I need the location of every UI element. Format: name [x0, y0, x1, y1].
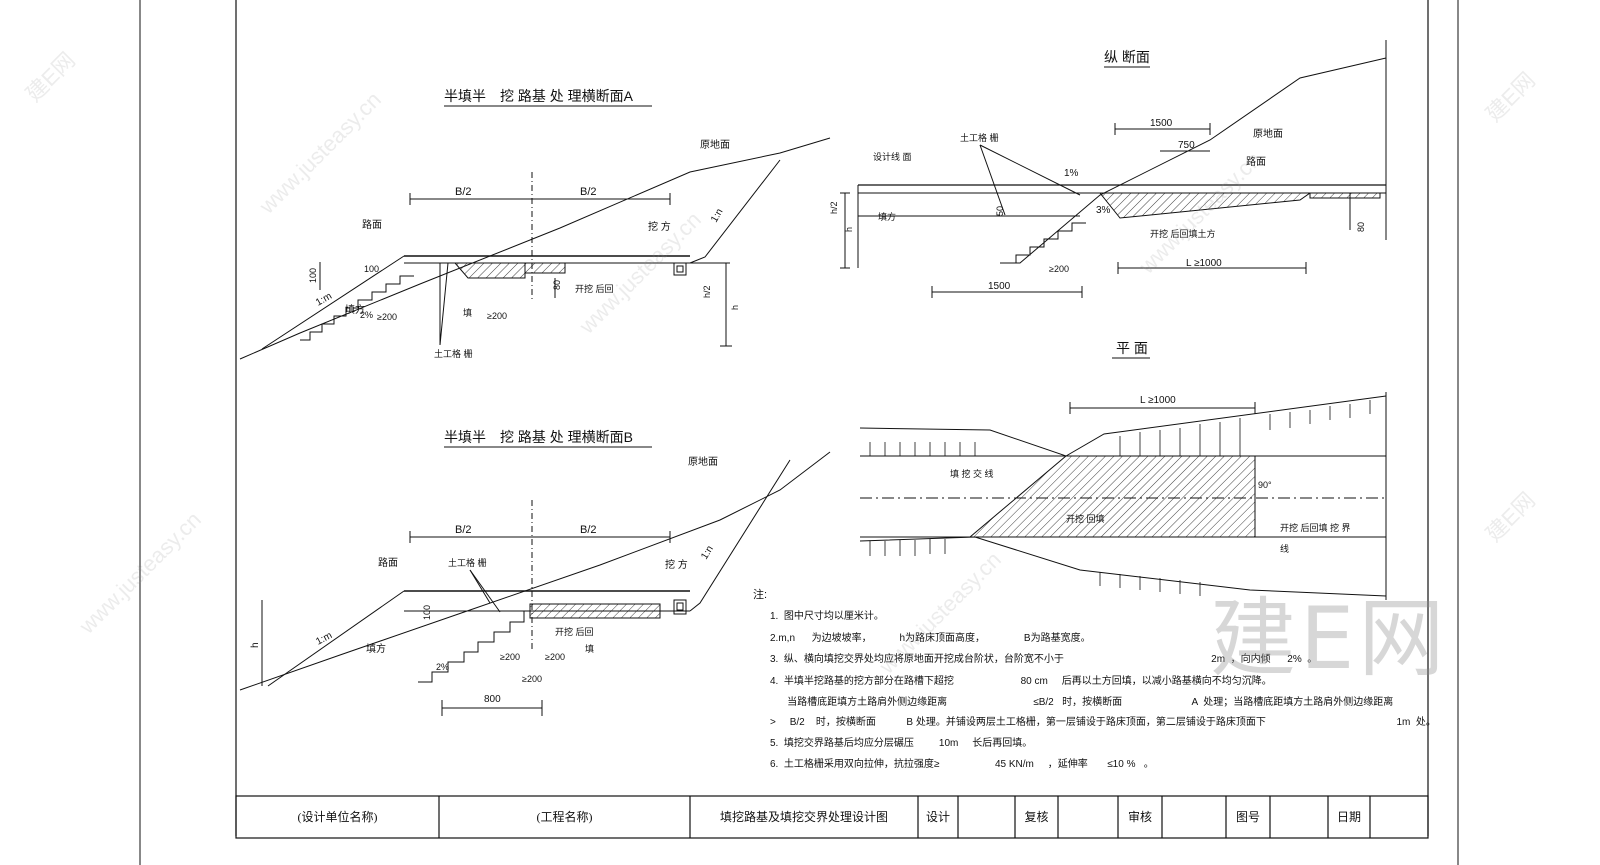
plan-boundary-label: 填 挖 交 线: [950, 468, 994, 479]
a-fill-label: 填方: [345, 303, 365, 316]
plan-dim-l: L ≥1000: [1140, 395, 1176, 406]
plan-interface-label: 开挖 后回填 挖 界: [1280, 522, 1351, 533]
b-dim-800: 800: [484, 694, 501, 705]
b-b2-right: B/2: [580, 524, 597, 536]
a-dim-200b: ≥200: [377, 312, 397, 322]
watermark-big-logo: 建E网: [1210, 589, 1449, 689]
b-dim-200a: ≥200: [500, 652, 520, 662]
a-fill-word: 填: [463, 307, 472, 318]
long-road-label: 路面: [1246, 155, 1266, 168]
title-check: 复核: [1024, 810, 1049, 824]
long-dim-50: 50: [995, 206, 1005, 216]
title-review: 审核: [1127, 810, 1152, 824]
long-dim-1500-bot: 1500: [988, 281, 1011, 292]
title-design: 设计: [925, 810, 950, 824]
long-dim-h2: h/2: [829, 201, 839, 214]
note-line-3: 3. 纵、横向填挖交界处均应将原地面开挖成台阶状，台阶宽不小于 2m ，向内倾 …: [770, 654, 1318, 665]
long-dim-1500-top: 1500: [1150, 118, 1173, 129]
title-drawing-no: 图号: [1235, 810, 1260, 824]
note-line-2: 2.m,n 为边坡坡率， h为路床顶面高度， B为路基宽度。: [770, 633, 1091, 644]
plan-angle: 90°: [1258, 480, 1272, 490]
long-geogrid-label: 土工格 栅: [960, 132, 999, 143]
a-cut-label: 挖 方: [648, 220, 671, 233]
plan-title: 平 面: [1116, 340, 1148, 356]
a-excavate-label: 开挖 后回: [575, 283, 614, 294]
a-b2-left: B/2: [455, 186, 472, 198]
b-geogrid-label: 土工格 栅: [448, 557, 487, 568]
section-b-title: 半填半 挖 路基 处 理横断面B: [444, 429, 633, 445]
title-unit: (设计单位名称): [297, 810, 378, 824]
long-dim-80: 80: [1356, 222, 1366, 232]
a-ground-label: 原地面: [700, 138, 730, 151]
sheet-frame: [139, 0, 1459, 865]
b-dim-200c: ≥200: [522, 674, 542, 684]
a-road-label: 路面: [362, 218, 382, 231]
a-slope-pct: 2%: [360, 310, 373, 320]
long-excavate-label: 开挖 后回填土方: [1150, 228, 1216, 239]
title-drawing: 填挖路基及填挖交界处理设计图: [719, 810, 888, 824]
b-cut-label: 挖 方: [665, 558, 688, 571]
b-ground-label: 原地面: [688, 455, 718, 468]
plan-view: 平 面 L ≥: [859, 340, 1387, 600]
a-dim-80: 80: [552, 280, 562, 290]
a-dim-100-h: 100: [364, 264, 379, 274]
long-title: 纵 断面: [1104, 49, 1150, 65]
title-project: (工程名称): [536, 810, 593, 824]
note-line-8: 6. 土工格栅采用双向拉伸，抗拉强度≥ 45 KN/m ，延伸率 ≤10 % 。: [770, 759, 1154, 770]
b-slope-pct: 2%: [436, 662, 449, 672]
b-slope-left: 1:m: [314, 630, 334, 648]
long-pct-top: 1%: [1064, 168, 1079, 179]
plan-backfill-label: 开挖 回填: [1066, 513, 1105, 524]
plan-slope-ticks: [869, 400, 1371, 596]
a-b2-right: B/2: [580, 186, 597, 198]
long-fill-label: 填方: [878, 211, 896, 222]
b-dim-h: h: [250, 642, 261, 648]
title-block-frame: [235, 795, 1429, 839]
section-a: 半填半 挖 路基 处 理横断面A B/2 B/2: [239, 88, 831, 360]
b-dim-200b: ≥200: [545, 652, 565, 662]
b-dim-100: 100: [422, 605, 432, 620]
a-dim-100-v: 100: [308, 268, 318, 283]
long-dim-200: ≥200: [1049, 264, 1069, 274]
b-b2-left: B/2: [455, 524, 472, 536]
long-dim-h: h: [844, 227, 854, 232]
note-line-4: 4. 半填半挖路基的挖方部分在路槽下超挖 80 cm 后再以土方回填，以减小路基…: [770, 676, 1272, 687]
a-slope-left: 1:m: [314, 291, 334, 309]
long-design-grade: 设计线 面: [873, 151, 912, 162]
section-b: 半填半 挖 路基 处 理横断面B B/2 B/2 原地面 路面 挖 方 填方 1…: [239, 429, 831, 716]
title-date: 日期: [1336, 810, 1361, 824]
b-fill-label: 填方: [366, 642, 386, 655]
a-dim-200: ≥200: [487, 311, 507, 321]
longitudinal-section: 纵 断面 土工格 栅 设计线 面 原地面 路面 1500 750 1%: [829, 40, 1387, 298]
b-fill-word: 填: [585, 643, 594, 654]
a-dim-h: h: [730, 305, 740, 310]
note-line-1: 1. 图中尺寸均以厘米计。: [770, 611, 884, 622]
b-excavate-label: 开挖 后回: [555, 626, 594, 637]
b-slope-right: 1:n: [699, 544, 716, 562]
long-dim-l: L ≥1000: [1186, 258, 1222, 269]
long-ground-label: 原地面: [1253, 127, 1283, 140]
long-dim-750: 750: [1178, 140, 1195, 151]
a-slope-right: 1:n: [709, 207, 725, 225]
note-line-6: > B/2 时，按横断面 B 处理。并铺设两层土工格栅，第一层铺设于路床顶面，第…: [770, 717, 1436, 728]
a-geogrid-label: 土工格 栅: [434, 348, 473, 359]
section-a-title: 半填半 挖 路基 处 理横断面A: [444, 88, 634, 104]
long-pct-mid: 3%: [1096, 205, 1111, 216]
notes-heading: 注:: [753, 589, 768, 601]
b-road-label: 路面: [378, 556, 398, 569]
note-line-7: 5. 填挖交界路基后均应分层碾压 10m 长后再回填。: [770, 738, 1033, 749]
plan-interface-label2: 线: [1280, 543, 1289, 554]
a-dim-h2: h/2: [702, 285, 712, 298]
note-line-5: 当路槽底距填方土路肩外侧边缘距离 ≤B/2 时，按横断面 A 处理；当路槽底距填…: [776, 697, 1394, 708]
